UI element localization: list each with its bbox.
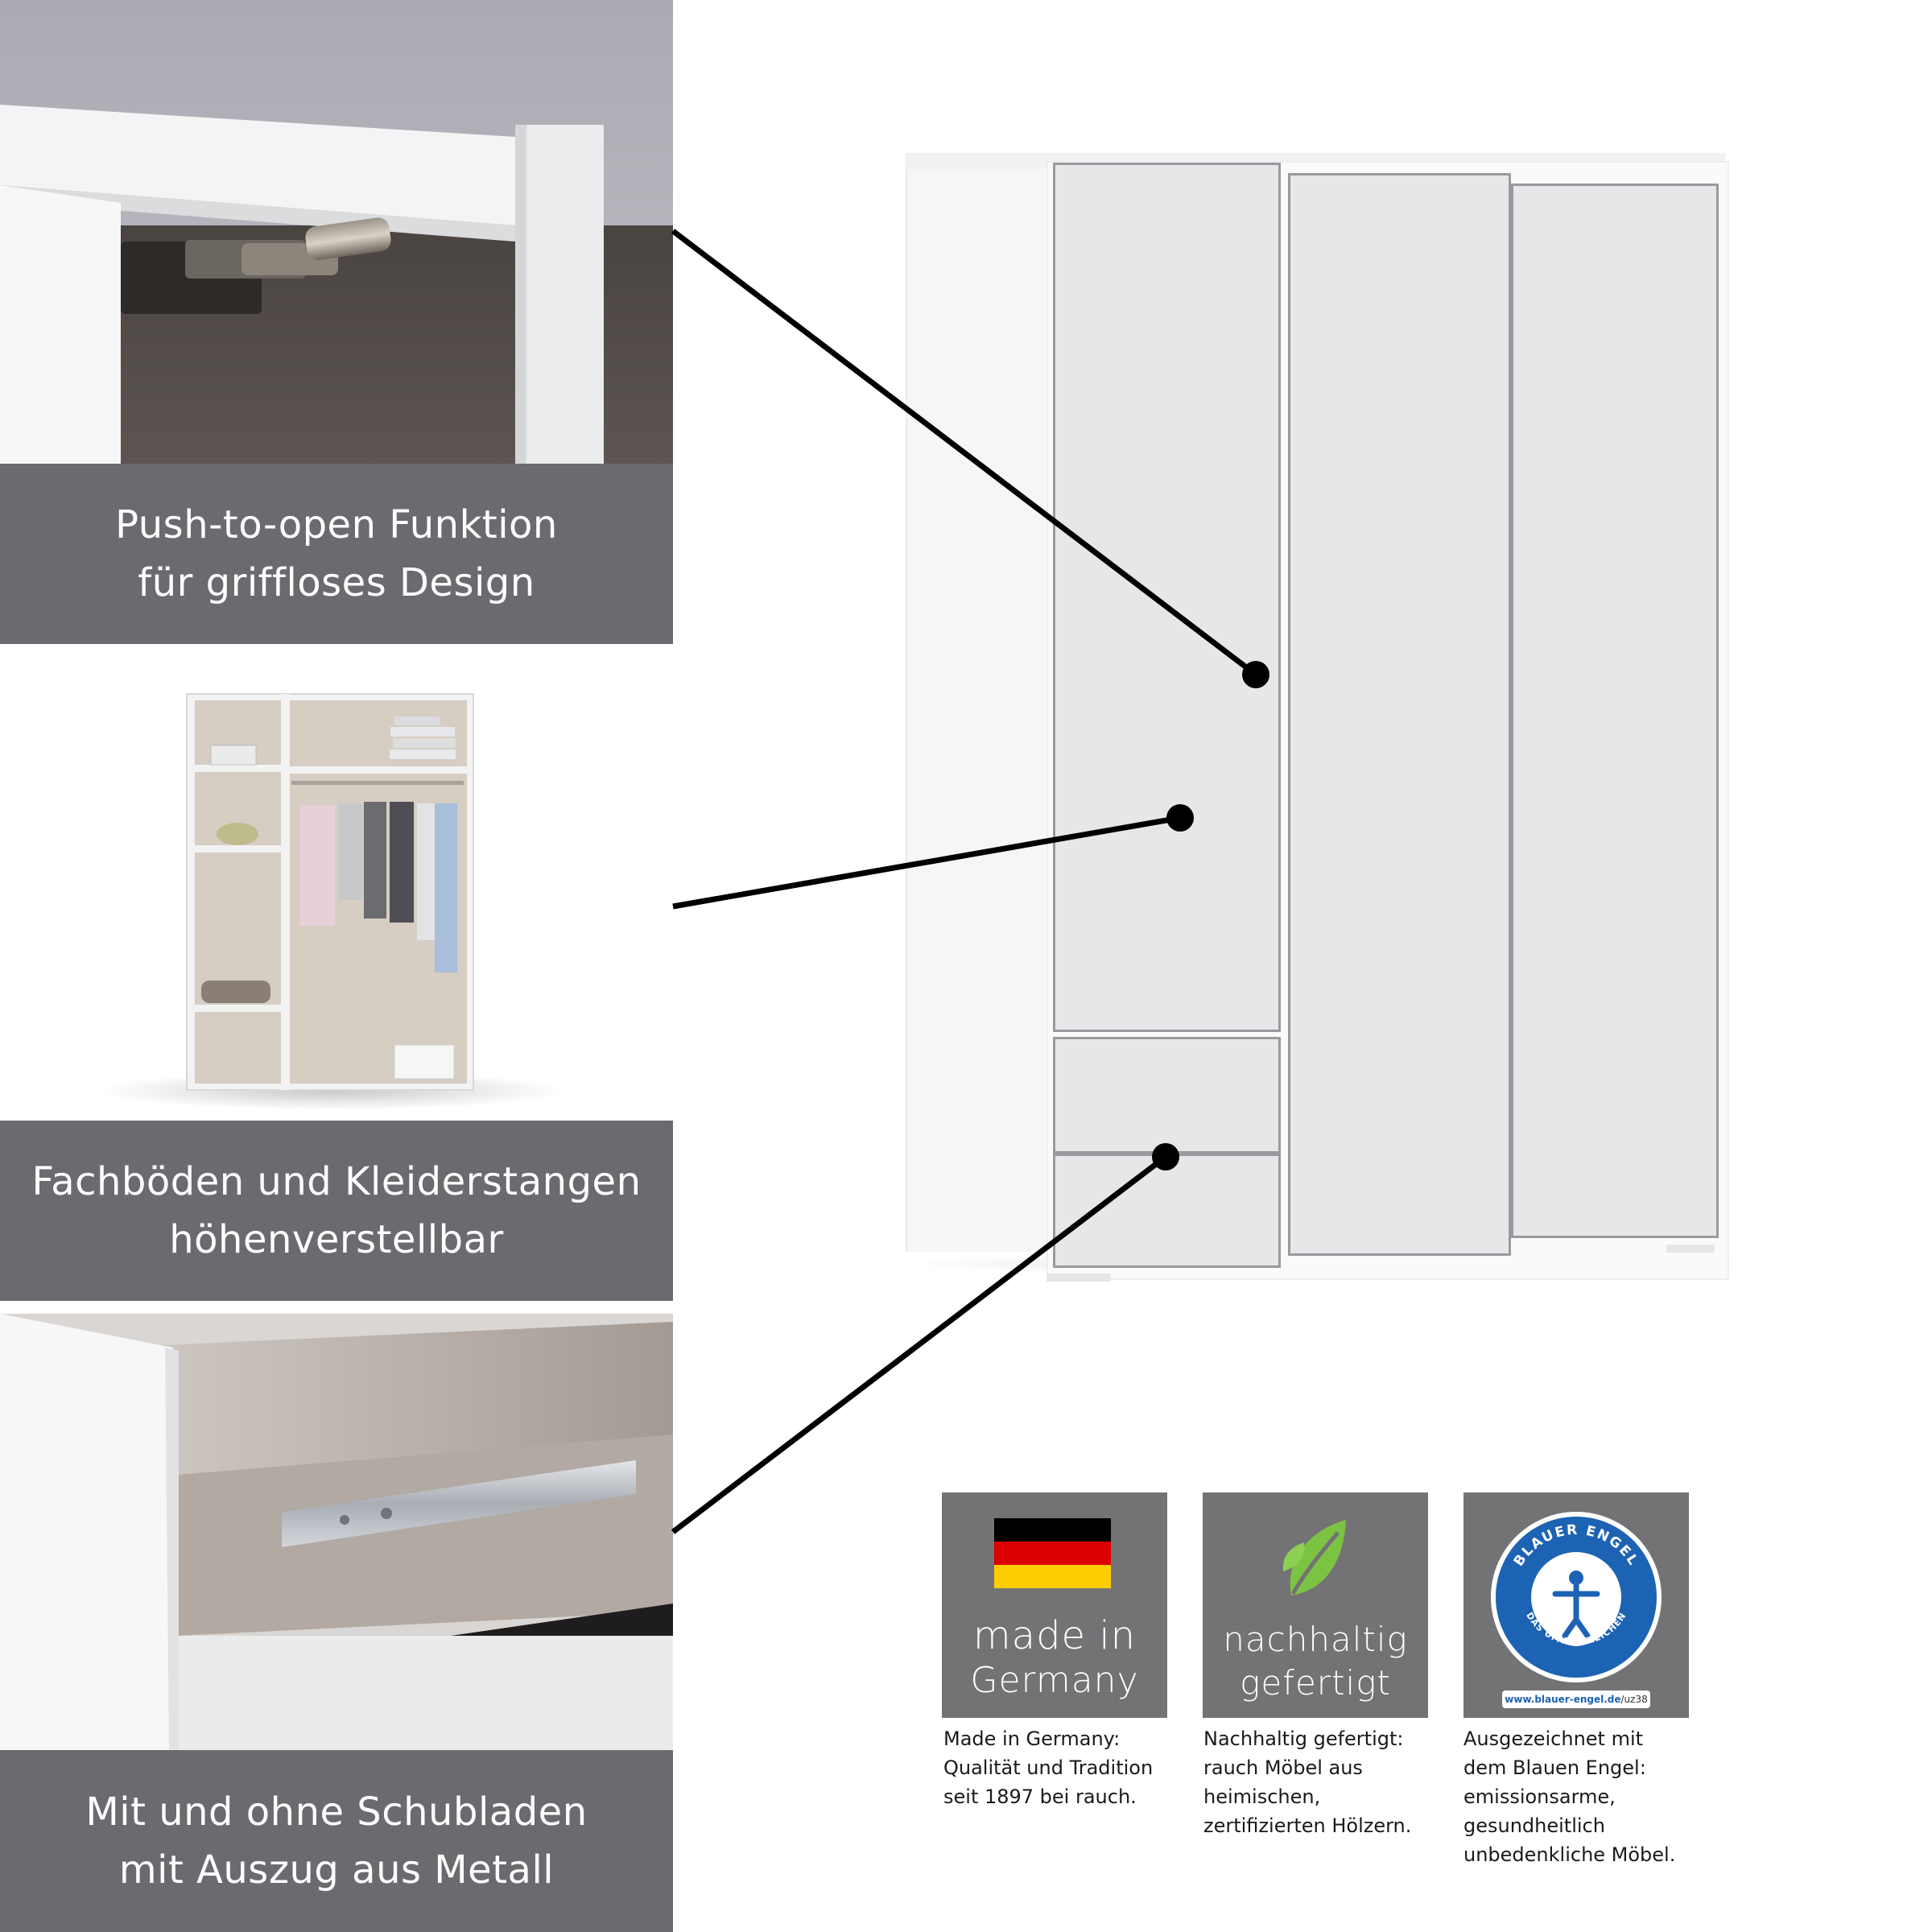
push-to-open-photo xyxy=(0,0,673,464)
badge-nachhaltig: nachhaltig xyxy=(1223,1620,1408,1659)
made-in-germany-badge: made in Germany xyxy=(942,1492,1167,1718)
middle-door[interactable] xyxy=(1288,173,1511,1256)
desc-line: unbedenkliche Möbel. xyxy=(1463,1843,1676,1866)
badge-gefertigt: gefertigt xyxy=(1240,1663,1391,1703)
feature-2-line-1: Fachböden und Kleiderstangen xyxy=(31,1159,642,1204)
push-to-open-caption: Push-to-open Funktion für griffloses Des… xyxy=(0,464,673,644)
desc-line: dem Blauen Engel: xyxy=(1463,1757,1646,1779)
desc-line: Ausgezeichnet mit xyxy=(1463,1728,1644,1750)
desc-line: heimischen, xyxy=(1203,1785,1321,1808)
feature-1-line-1: Push-to-open Funktion xyxy=(115,502,558,547)
made-in-germany-description: Made in Germany: Qualität und Tradition … xyxy=(943,1724,1185,1811)
desc-line: gesundheitlich xyxy=(1463,1814,1605,1837)
blue-angel-url-box: www.blauer-engel.de/uz38 xyxy=(1502,1690,1650,1708)
left-upper-door[interactable] xyxy=(1053,163,1281,1032)
blue-angel-url-suffix: /uz38 xyxy=(1620,1694,1648,1705)
connector-line-3 xyxy=(671,1154,1168,1534)
connector-dot-1 xyxy=(1242,661,1269,688)
feature-3-line-2: mit Auszug aus Metall xyxy=(118,1847,555,1893)
connector-dot-2 xyxy=(1166,804,1194,832)
right-door[interactable] xyxy=(1511,184,1719,1238)
blue-angel-badge: BLAUER ENGEL DAS UMWELTZEICHEN www.blaue… xyxy=(1463,1492,1689,1718)
sustainable-badge: nachhaltig gefertigt xyxy=(1203,1492,1428,1718)
shelves-caption: Fachböden und Kleiderstangen höhenverste… xyxy=(0,1121,673,1301)
wardrobe-side-panel xyxy=(906,167,1052,1252)
connector-line-2 xyxy=(672,815,1181,910)
badge-made-in: made in xyxy=(972,1613,1137,1658)
blue-angel-logo: BLAUER ENGEL DAS UMWELTZEICHEN xyxy=(1491,1512,1662,1682)
desc-line: Qualität und Tradition xyxy=(943,1757,1154,1779)
desc-line: rauch Möbel aus xyxy=(1203,1757,1363,1779)
wardrobe xyxy=(902,153,1747,1304)
drawer-photo xyxy=(0,1314,673,1750)
badge-germany: Germany xyxy=(970,1660,1139,1701)
feature-3-line-1: Mit und ohne Schubladen xyxy=(85,1790,588,1835)
german-flag-icon xyxy=(994,1518,1111,1588)
desc-line: seit 1897 bei rauch. xyxy=(943,1785,1137,1808)
interior-photo xyxy=(0,644,673,1121)
blue-angel-url: www.blauer-engel.de xyxy=(1505,1694,1621,1705)
wardrobe-foot xyxy=(1046,1274,1111,1282)
feature-1-line-2: für griffloses Design xyxy=(138,560,535,605)
feature-2-line-2: höhenverstellbar xyxy=(169,1217,504,1262)
drawers-caption: Mit und ohne Schubladen mit Auszug aus M… xyxy=(0,1750,673,1932)
desc-line: emissionsarme, xyxy=(1463,1785,1616,1808)
blue-angel-description: Ausgezeichnet mit dem Blauen Engel: emis… xyxy=(1463,1724,1705,1869)
connector-dot-3 xyxy=(1152,1143,1179,1170)
sustainable-description: Nachhaltig gefertigt: rauch Möbel aus he… xyxy=(1203,1724,1445,1840)
desc-line: Nachhaltig gefertigt: xyxy=(1203,1728,1404,1750)
desc-line: zertifizierten Hölzern. xyxy=(1203,1814,1412,1837)
wardrobe-foot xyxy=(1666,1245,1715,1253)
leaf-icon xyxy=(1282,1520,1346,1596)
connector-line-1 xyxy=(671,229,1258,677)
desc-line: Made in Germany: xyxy=(943,1728,1121,1750)
